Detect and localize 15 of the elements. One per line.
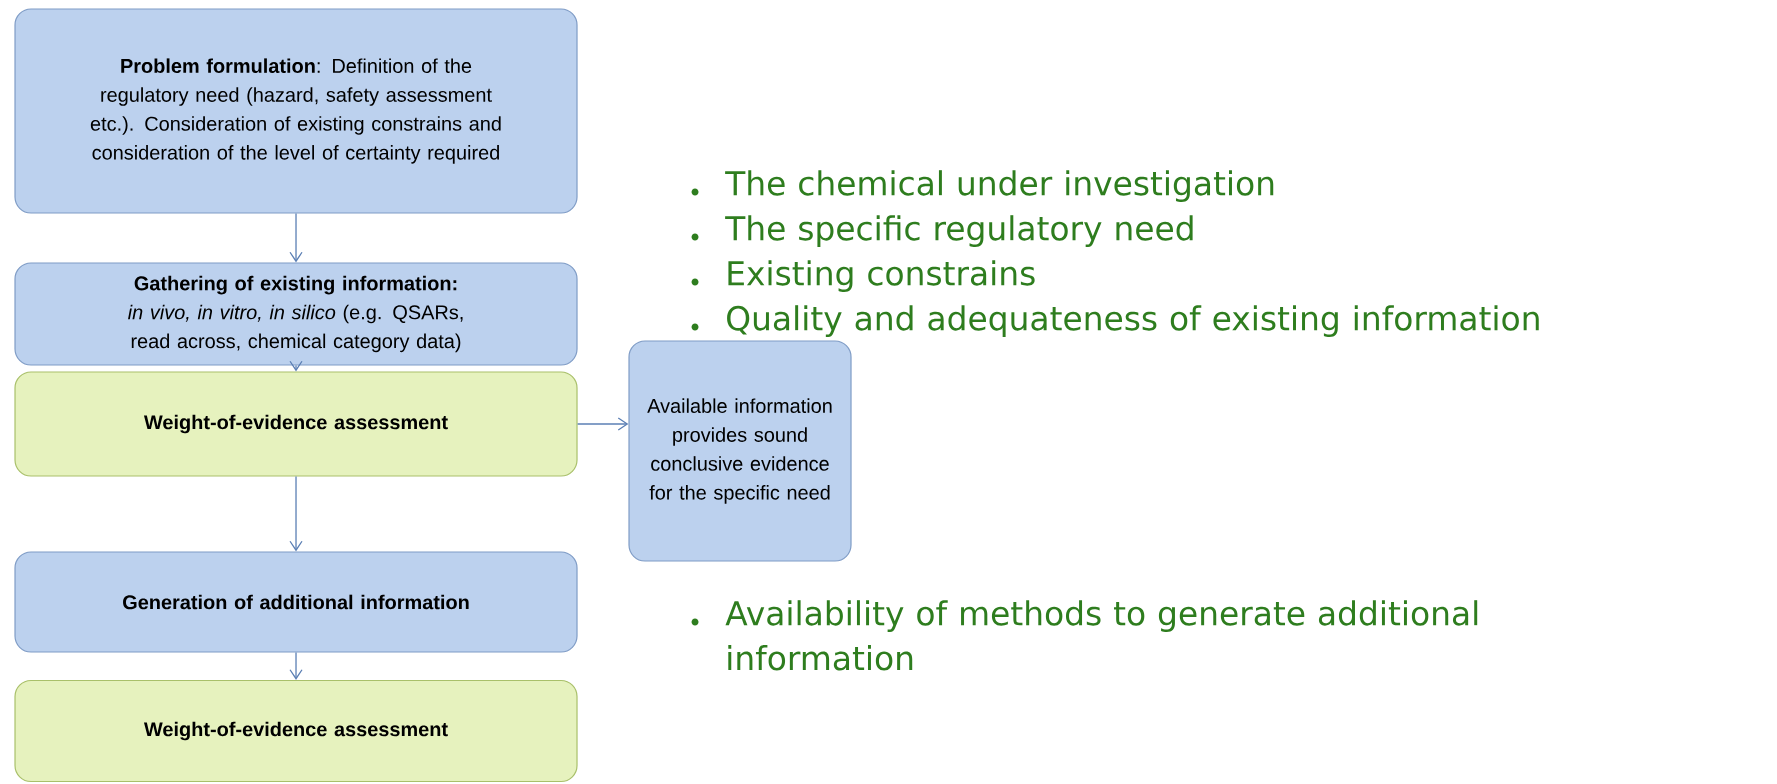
bullet-text: Availability of methods to generate additional information	[725, 600, 1478, 671]
bullet-text: The specific regulatory need	[725, 215, 1193, 247]
bullet-text: The chemical under investigation	[725, 170, 1274, 202]
bullet-text: Existing constrains	[728, 260, 1035, 292]
process-box: Weight-of-evidence assessment	[14, 371, 578, 477]
arrow	[289, 212, 303, 263]
process-box: Problem formulation: Definition of the regulatory need (hazard, safety assessment etc.). Consideration of existing constrains and consideration of the level of certainty required	[14, 8, 578, 214]
arrow	[289, 651, 303, 680]
process-box: Gathering of existing information: in vivo, in vitro, in silico (e.g. QSARs, read across, chemical category data)	[14, 262, 578, 366]
process-box: Available information provides sound conclusive evidence for the specific need	[628, 340, 852, 562]
arrow	[576, 417, 629, 431]
bullet-text: Quality and adequateness of existing information	[727, 305, 1539, 337]
process-box: Generation of additional information	[14, 551, 578, 653]
process-box: Weight-of-evidence assessment	[14, 679, 578, 783]
arrow	[289, 475, 303, 552]
